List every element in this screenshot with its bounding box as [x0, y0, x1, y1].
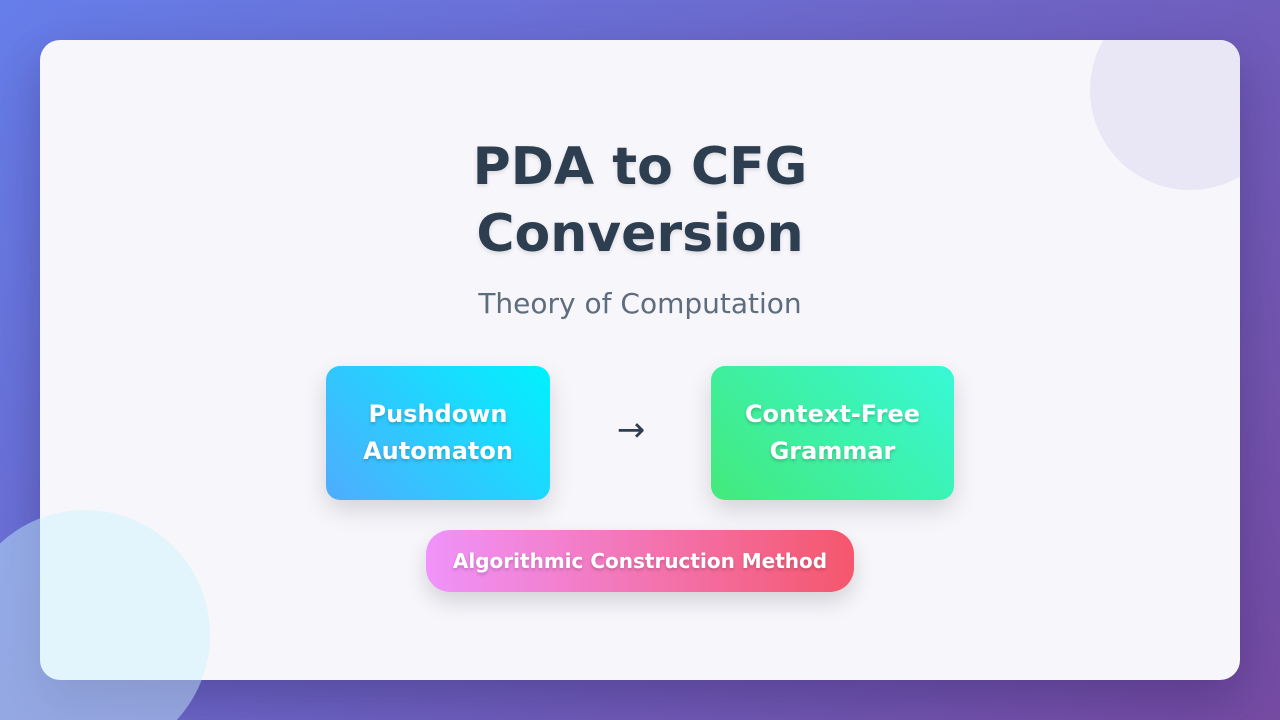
title-line-1: PDA to CFG [472, 137, 808, 197]
pushdown-automaton-box: Pushdown Automaton [326, 366, 550, 500]
context-free-grammar-box: Context-Free Grammar [711, 366, 954, 500]
conversion-flow: Pushdown Automaton → Context-Free Gramma… [326, 366, 954, 500]
cfg-label-line-2: Grammar [769, 437, 896, 465]
slide-card: PDA to CFG Conversion Theory of Computat… [40, 40, 1240, 680]
method-badge: Algorithmic Construction Method [426, 530, 854, 592]
cfg-label-line-1: Context-Free [744, 400, 921, 428]
arrow-right-icon: → [616, 410, 646, 450]
slide-title: PDA to CFG Conversion [40, 134, 1240, 268]
slide-subtitle: Theory of Computation [478, 287, 802, 320]
pda-label-line-2: Automaton [363, 437, 513, 465]
pda-label-line-1: Pushdown [368, 400, 508, 428]
title-line-2: Conversion [476, 204, 804, 264]
